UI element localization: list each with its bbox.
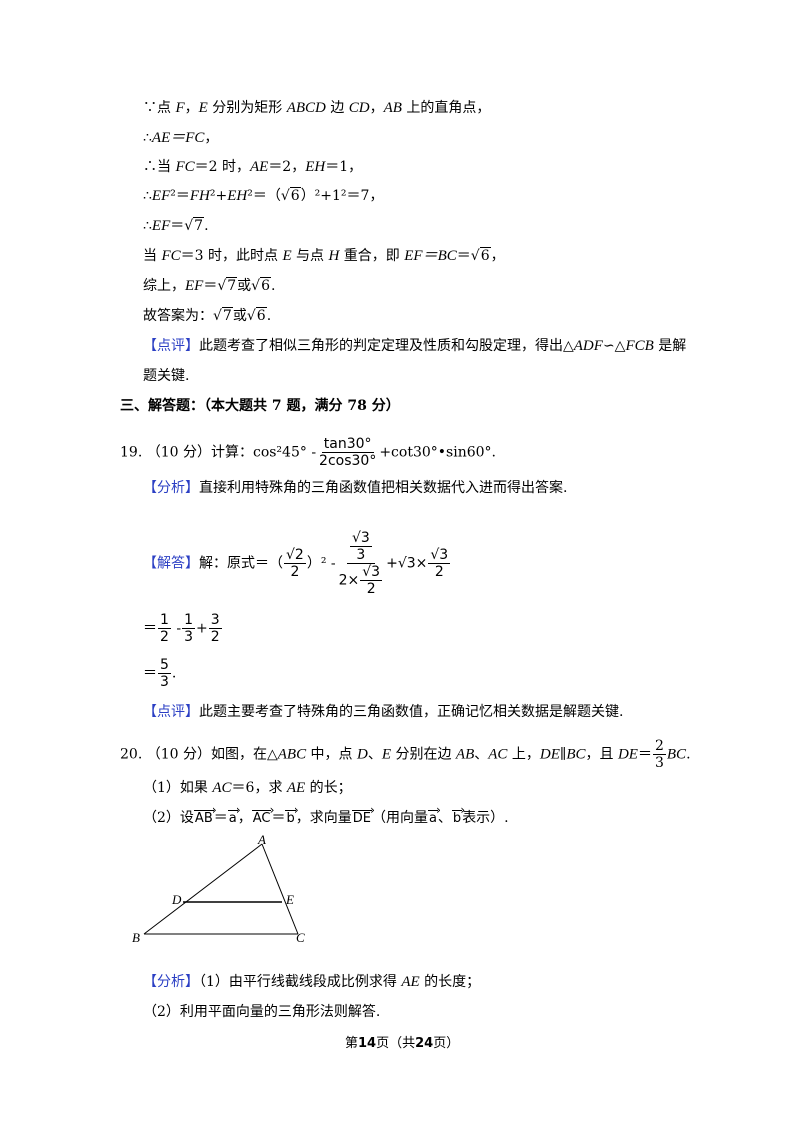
line-5: ∴EF＝√7. (143, 217, 209, 234)
analysis-tag: 【分析】 (143, 974, 199, 990)
solution-tag: 【解答】 (143, 555, 199, 572)
label-e: E (285, 892, 294, 907)
side-ab (143, 843, 263, 935)
line-1: ∵点 F，E 分别为矩形 ABCD 边 CD，AB 上的直角点， (143, 100, 491, 116)
comment-tag: 【点评】 (143, 704, 199, 720)
comment-tag: 【点评】 (143, 338, 199, 354)
triangle-figure: A B C D E (132, 832, 305, 945)
analysis-19: 【分析】直接利用特殊角的三角函数值把相关数据代入进而得出答案. (143, 480, 568, 496)
question-20: 20. （10 分）如图，在△ABC 中，点 D、E 分别在边 AB、AC 上，… (120, 738, 691, 771)
line-10: 题关键. (143, 368, 190, 384)
label-d: D (171, 892, 182, 907)
label-c: C (296, 930, 305, 945)
question-20-part1: （1）如果 AC＝6，求 AE 的长； (143, 780, 352, 796)
line-9: 【点评】此题考查了相似三角形的判定定理及性质和勾股定理，得出△ADF∽△FCB … (143, 338, 687, 354)
side-ac (261, 843, 299, 935)
line-6: 当 FC＝3 时，此时点 E 与点 H 重合，即 EF＝BC＝√6， (143, 247, 505, 264)
analysis-20-part2: （2）利用平面向量的三角形法则解答. (143, 1004, 381, 1020)
label-a: A (257, 832, 266, 847)
analysis-tag: 【分析】 (143, 480, 199, 496)
line-7: 综上，EF＝√7或√6. (143, 277, 276, 294)
comment-19: 【点评】此题主要考查了特殊角的三角函数值，正确记忆相关数据是解题关键. (143, 704, 624, 720)
line-3: ∴当 FC＝2 时，AE＝2，EH＝1， (143, 159, 363, 175)
question-20-part2: （2）设AB＝a，AC＝b，求向量DE（用向量a、b表示）. (143, 808, 509, 829)
line-4: ∴EF²＝FH²+EH²＝（√6）²+1²＝7， (143, 187, 384, 204)
analysis-20: 【分析】（1）由平行线截线段成比例求得 AE 的长度； (143, 974, 481, 990)
page-footer: 第14页（共24页） (345, 1036, 460, 1051)
line-8: 故答案为：√7或√6. (143, 307, 272, 324)
question-19: 19. （10 分）计算：cos²45° -tan30°2cos30°+cot3… (120, 436, 496, 469)
section-heading: 三、解答题：（本大题共 7 题，满分 78 分） (120, 398, 400, 414)
label-b: B (132, 930, 140, 945)
line-2: ∴AE＝FC， (143, 130, 219, 146)
